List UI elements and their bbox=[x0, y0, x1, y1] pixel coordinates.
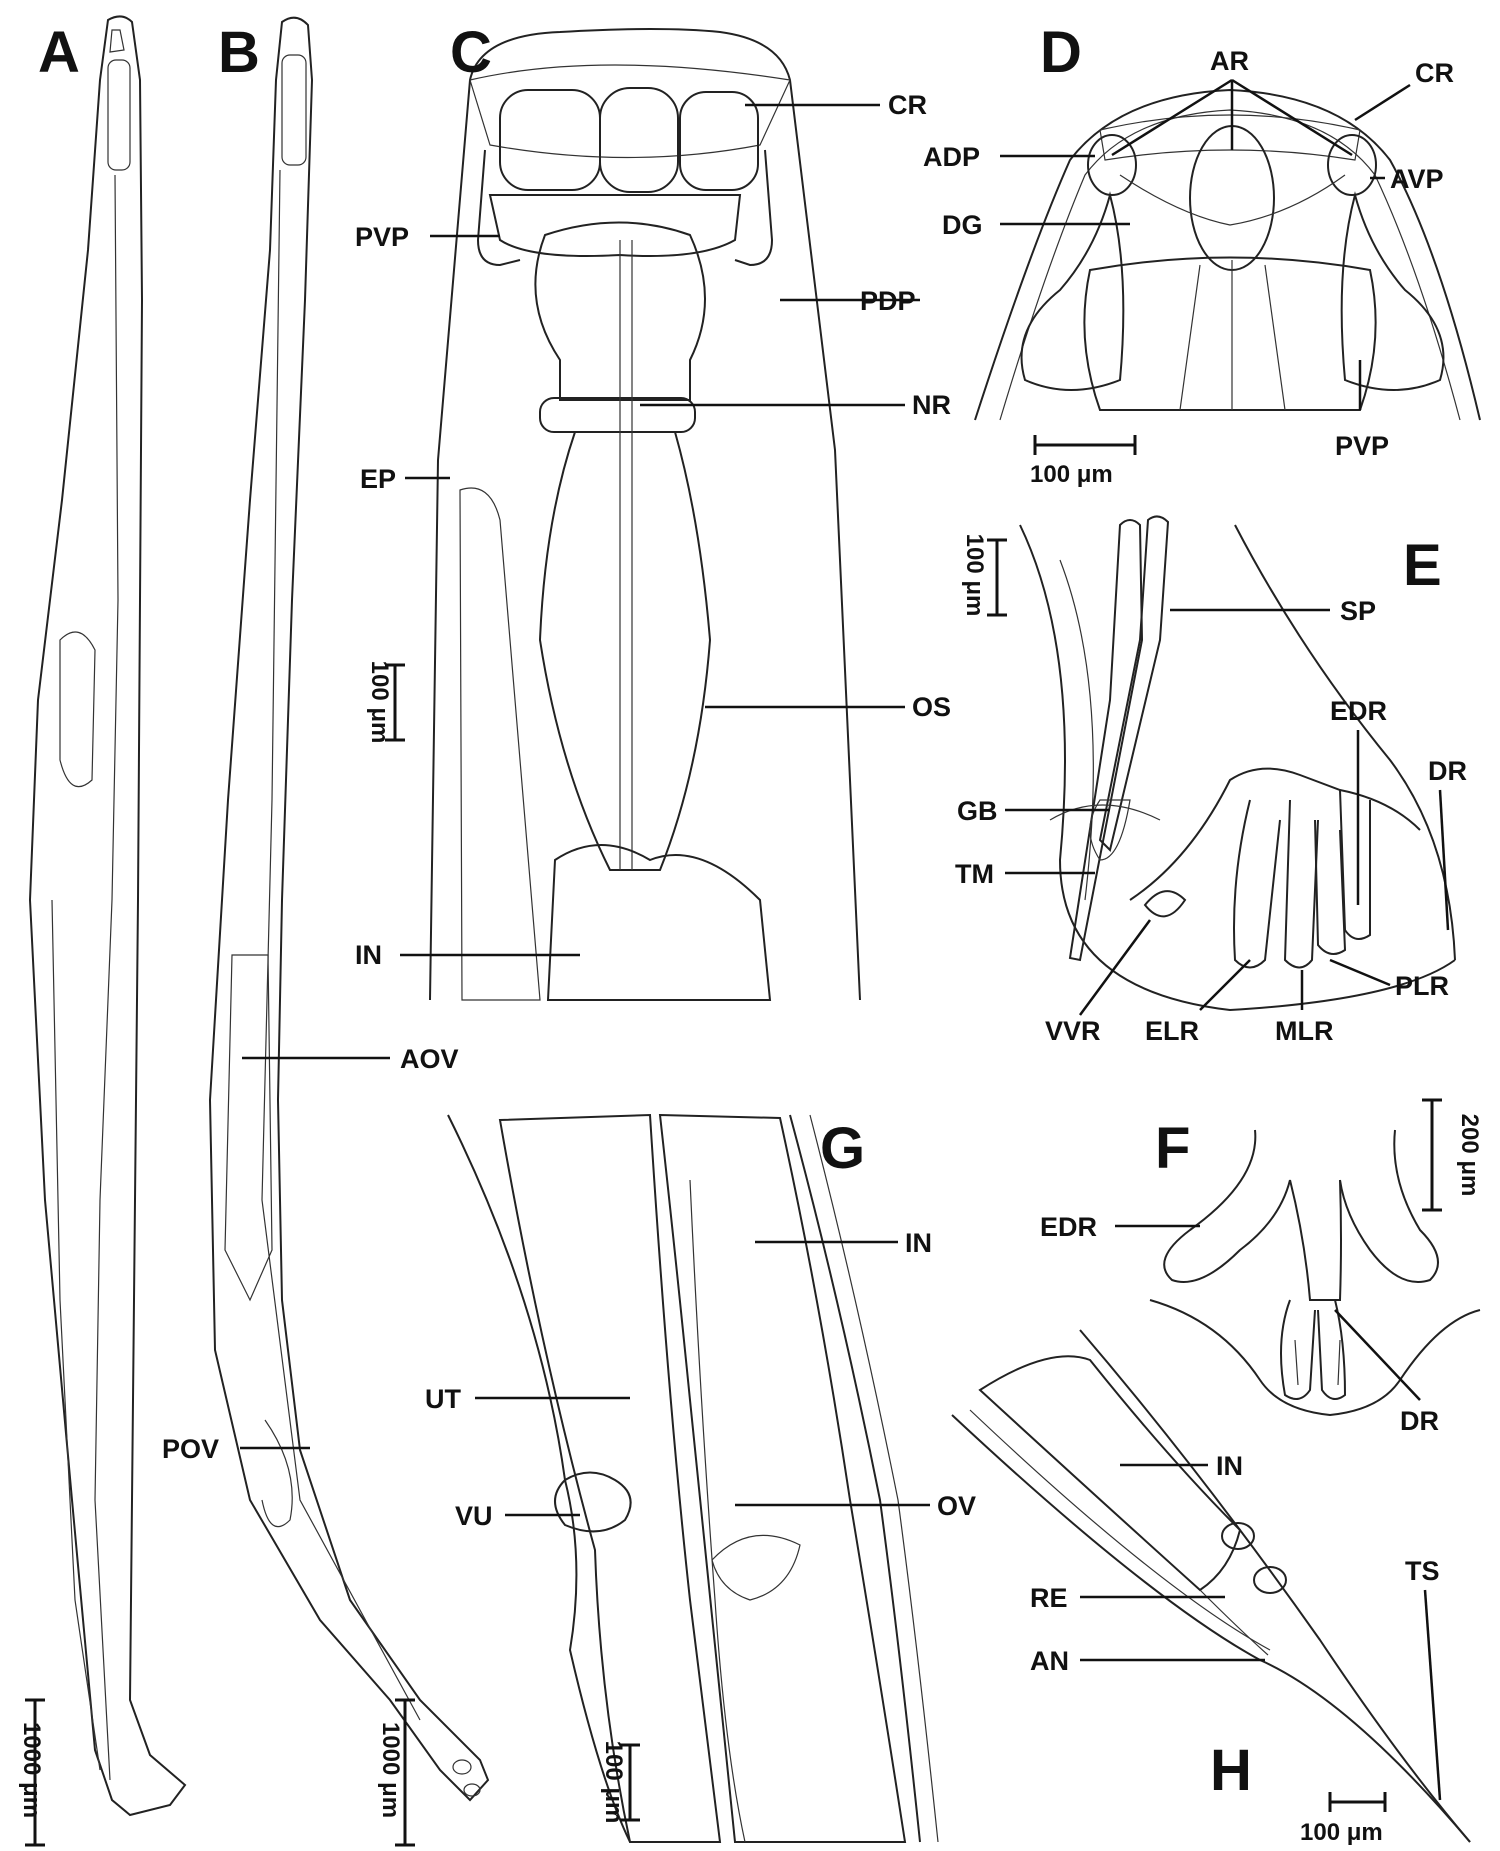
panel-d-letter: D bbox=[1040, 20, 1082, 85]
panel-e-letter: E bbox=[1403, 533, 1442, 598]
label-ep: EP bbox=[360, 464, 396, 494]
label-cr-c: CR bbox=[888, 90, 927, 120]
label-mlr: MLR bbox=[1275, 1016, 1333, 1046]
scale-label-f: 200 μm bbox=[1456, 1114, 1483, 1197]
leader-dr-e bbox=[1438, 789, 1450, 931]
panel-b-letter: B bbox=[218, 20, 260, 85]
label-in-h: IN bbox=[1216, 1451, 1243, 1481]
scale-label-b: 1000 μm bbox=[377, 1722, 404, 1818]
panel-c-drawing bbox=[429, 28, 861, 1001]
leader-ts bbox=[1423, 1589, 1442, 1801]
leader-dr-f bbox=[1334, 1309, 1421, 1401]
panel-e-drawing bbox=[1019, 515, 1456, 1012]
scale-label-h: 100 μm bbox=[1300, 1819, 1383, 1846]
label-in-c: IN bbox=[355, 940, 382, 970]
leader-plr bbox=[1329, 958, 1391, 987]
label-in-g: IN bbox=[905, 1228, 932, 1258]
panel-g-drawing bbox=[447, 1113, 939, 1843]
label-gb: GB bbox=[957, 796, 998, 826]
label-tm: TM bbox=[955, 859, 994, 889]
label-plr: PLR bbox=[1395, 971, 1449, 1001]
label-dr-f: DR bbox=[1400, 1406, 1439, 1436]
scale-label-a: 1000 μm bbox=[18, 1722, 45, 1818]
leader-cr-d bbox=[1354, 83, 1411, 122]
leader-vvr bbox=[1078, 919, 1152, 1016]
label-ov: OV bbox=[937, 1491, 976, 1521]
label-pov: POV bbox=[162, 1434, 219, 1464]
leader-elr bbox=[1199, 959, 1251, 1011]
scale-label-c: 100 μm bbox=[366, 661, 393, 744]
label-edr-f: EDR bbox=[1040, 1212, 1097, 1242]
panel-a-letter: A bbox=[38, 20, 80, 85]
label-cr-d: CR bbox=[1415, 58, 1454, 88]
label-vu: VU bbox=[455, 1501, 493, 1531]
leader-ar-1 bbox=[1111, 78, 1233, 157]
label-elr: ELR bbox=[1145, 1016, 1199, 1046]
scale-label-e: 100 μm bbox=[961, 534, 988, 617]
label-re: RE bbox=[1030, 1583, 1068, 1613]
label-os: OS bbox=[912, 692, 951, 722]
label-pvp-d: PVP bbox=[1335, 431, 1389, 461]
panel-c-letter: C bbox=[450, 20, 492, 85]
panel-d-drawing bbox=[974, 88, 1481, 421]
leader-ar-3 bbox=[1231, 78, 1353, 157]
scale-label-d: 100 μm bbox=[1030, 461, 1113, 488]
panel-a-drawing bbox=[28, 15, 187, 1817]
scale-label-g: 100 μm bbox=[600, 1741, 627, 1824]
label-dg: DG bbox=[942, 210, 983, 240]
label-edr-e: EDR bbox=[1330, 696, 1387, 726]
panel-b-drawing bbox=[208, 16, 490, 1802]
label-avp: AVP bbox=[1390, 164, 1444, 194]
label-ts: TS bbox=[1405, 1556, 1440, 1586]
label-dr-e: DR bbox=[1428, 756, 1467, 786]
panel-g-letter: G bbox=[820, 1116, 865, 1181]
label-vvr: VVR bbox=[1045, 1016, 1101, 1046]
panel-f-drawing bbox=[1149, 1129, 1481, 1417]
label-ar: AR bbox=[1210, 46, 1249, 76]
label-adp: ADP bbox=[923, 142, 980, 172]
label-aov: AOV bbox=[400, 1044, 459, 1074]
panel-h-letter: H bbox=[1210, 1738, 1252, 1803]
panel-h-drawing bbox=[951, 1329, 1471, 1843]
label-an: AN bbox=[1030, 1646, 1069, 1676]
panel-f-letter: F bbox=[1155, 1116, 1190, 1181]
label-pvp-c: PVP bbox=[355, 222, 409, 252]
label-nr: NR bbox=[912, 390, 951, 420]
label-pdp-c: PDP bbox=[860, 286, 916, 316]
label-ut: UT bbox=[425, 1384, 461, 1414]
label-sp: SP bbox=[1340, 596, 1376, 626]
